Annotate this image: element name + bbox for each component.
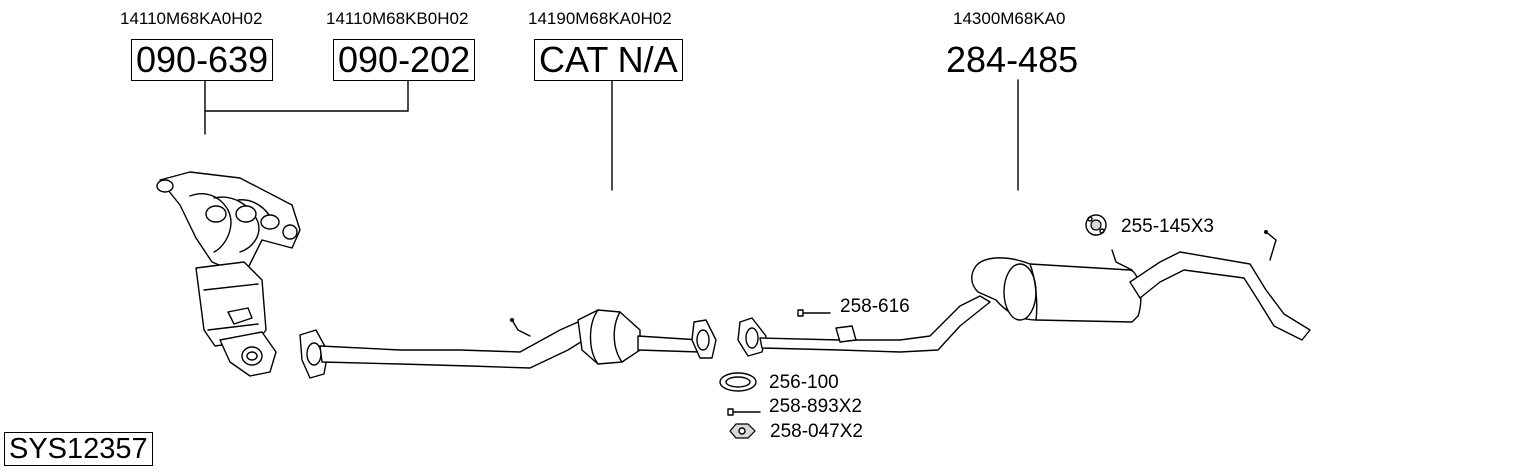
fitting-label-gasket[interactable]: 256-100: [769, 372, 839, 393]
front-pipe-catalyst-drawing: [299, 309, 717, 379]
exhaust-manifold-drawing: [156, 171, 301, 377]
leader-lines: [204, 79, 1019, 191]
part-number-catalyst[interactable]: CAT N/A: [534, 39, 683, 81]
system-code: SYS12357: [4, 432, 153, 466]
oem-number-manifold-1: 14110M68KA0H02: [120, 9, 263, 28]
part-number-rear-silencer[interactable]: 284-485: [946, 39, 1079, 80]
oem-number-catalyst: 14190M68KA0H02: [528, 9, 672, 28]
oem-number-rear-silencer: 14300M68KA0: [953, 9, 1066, 28]
fitting-label-bolt-front[interactable]: 258-616: [840, 296, 910, 317]
part-number-manifold-2[interactable]: 090-202: [333, 39, 476, 81]
fitting-label-rubber-mount[interactable]: 255-145X3: [1121, 216, 1214, 237]
rear-section-drawing: [737, 230, 1311, 357]
fitting-label-bolt[interactable]: 258-893X2: [769, 396, 862, 417]
fittings-drawings: [719, 214, 1107, 439]
oem-number-manifold-2: 14110M68KB0H02: [326, 9, 469, 28]
fitting-label-nut[interactable]: 258-047X2: [770, 421, 863, 442]
part-number-manifold-1[interactable]: 090-639: [131, 39, 274, 81]
